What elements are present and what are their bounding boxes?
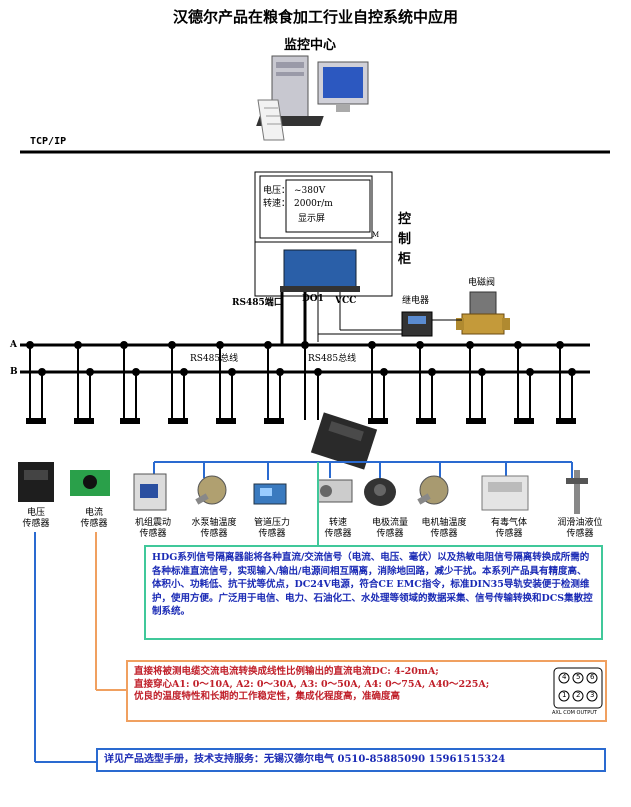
isolator-description-box: HDG系列信号隔离器能将各种直流/交流信号（电流、电压、毫伏）以及热敏电阻信号隔… bbox=[144, 545, 603, 640]
motor-temp-sensor-icon bbox=[417, 475, 449, 505]
solenoid-valve-label: 电磁阀 bbox=[468, 278, 496, 288]
pump-temp-sensor-icon bbox=[195, 475, 227, 505]
display-corner-mark: M bbox=[372, 231, 380, 239]
cabinet-label-2: 制 bbox=[398, 232, 412, 247]
computer-icon bbox=[256, 55, 369, 141]
flow-sensor-icon bbox=[364, 478, 396, 506]
speed-sensor-icon bbox=[317, 479, 353, 503]
current-sensor-icon bbox=[70, 470, 110, 496]
pressure-sensor-icon bbox=[253, 483, 287, 505]
relay-label: 继电器 bbox=[402, 296, 430, 306]
sensor-label-voltage: 电压传感器 bbox=[22, 508, 50, 529]
do1-label: DO1 bbox=[302, 294, 324, 304]
control-cabinet bbox=[254, 171, 393, 297]
bus-label-2: RS485总线 bbox=[308, 354, 357, 364]
voltage-sensor-icon bbox=[18, 462, 54, 502]
solenoid-valve-icon bbox=[456, 291, 510, 335]
sensor-label-flow: 电极流量传感器 bbox=[371, 518, 408, 539]
bus-b-label: B bbox=[10, 367, 18, 377]
rs485-port-label: RS485端口 bbox=[232, 298, 283, 308]
display-voltage-value: ~380V bbox=[294, 186, 326, 196]
support-info-text: 详见产品选型手册，技术支持服务：无锡汉德尔电气 0510-85885090 15… bbox=[104, 754, 506, 765]
vibration-sensor-icon bbox=[133, 473, 167, 511]
bus-a-label: A bbox=[10, 340, 17, 350]
current-sensor-description-box: 直接将被测电缆交流电流转换成线性比例输出的直流电流DC: 4-20mA; 直接穿… bbox=[126, 660, 607, 722]
sensor-label-speed: 转速传感器 bbox=[324, 518, 352, 539]
vcc-label: VCC bbox=[335, 296, 357, 306]
current-desc-line2: 直接穿心A1: 0～10A, A2: 0～30A, A3: 0～50A, A4:… bbox=[134, 678, 490, 690]
tcpip-label: TCP/IP bbox=[30, 136, 67, 147]
display-screen-label: 显示屏 bbox=[298, 214, 326, 224]
display-speed-value: 2000r/m bbox=[294, 199, 333, 209]
cabinet-label-1: 控 bbox=[398, 212, 412, 227]
bus-label-1: RS485总线 bbox=[190, 354, 239, 364]
sensor-label-pressure: 管道压力传感器 bbox=[253, 518, 290, 539]
relay-icon bbox=[401, 311, 433, 337]
isolator-module-icon bbox=[280, 249, 360, 292]
current-desc-line1: 直接将被测电缆交流电流转换成线性比例输出的直流电流DC: 4-20mA; bbox=[134, 666, 439, 677]
support-info-box: 详见产品选型手册，技术支持服务：无锡汉德尔电气 0510-85885090 15… bbox=[96, 748, 606, 772]
sensor-label-motor-temp: 电机轴温度传感器 bbox=[421, 518, 467, 539]
diagram-title: 汉德尔产品在粮食加工行业自控系统中应用 bbox=[172, 8, 458, 26]
cabinet-label-3: 柜 bbox=[398, 252, 412, 267]
sensor-label-current: 电流传感器 bbox=[80, 508, 108, 529]
sensor-label-toxic-gas: 有毒气体传感器 bbox=[490, 518, 527, 539]
display-speed-label: 转速： bbox=[263, 199, 291, 209]
signal-isolator-icon bbox=[310, 412, 378, 470]
oil-level-sensor-icon bbox=[566, 470, 588, 514]
sensor-label-oil-level: 润滑油液位传感器 bbox=[557, 518, 603, 539]
sensor-label-pump-temp: 水泵轴温度传感器 bbox=[191, 518, 237, 539]
current-desc-line3: 优良的温度特性和长期的工作稳定性，集成化程度高，准确度高 bbox=[134, 691, 401, 702]
sensor-label-vibration: 机组震动传感器 bbox=[134, 518, 171, 539]
toxic-gas-sensor-icon bbox=[481, 475, 529, 511]
terminal-caption: AXL COM OUTPUT bbox=[552, 710, 597, 716]
terminal-diagram bbox=[553, 667, 603, 709]
monitor-center-label: 监控中心 bbox=[284, 38, 337, 53]
isolator-description-text: HDG系列信号隔离器能将各种直流/交流信号（电流、电压、毫伏）以及热敏电阻信号隔… bbox=[152, 552, 593, 617]
display-voltage-label: 电压： bbox=[263, 186, 291, 196]
